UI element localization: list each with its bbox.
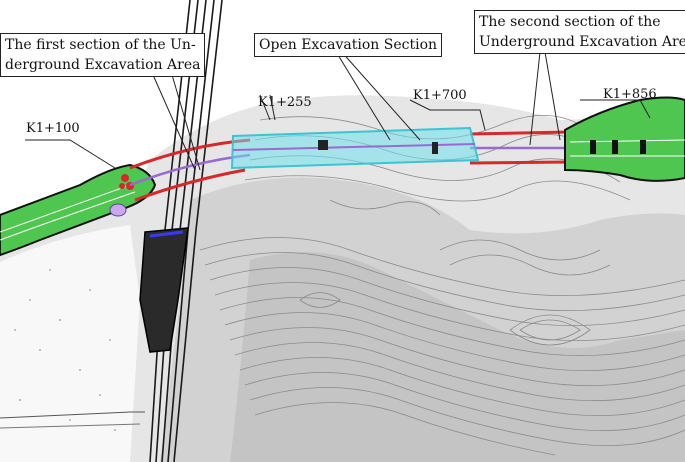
callout-open-line1: Open Excavation Section (259, 37, 438, 53)
contour-lines (199, 115, 685, 456)
right-portal-structures (590, 140, 646, 154)
callout-second-line1: The second section of the (479, 14, 661, 30)
station-label-k1-255: K1+255 (258, 95, 312, 110)
station-label-k1-100: K1+100 (26, 121, 80, 136)
bridge-deck-marker (149, 230, 184, 238)
callout-open-excavation-section: Open Excavation Section (254, 33, 443, 57)
open-excavation-structures (318, 140, 438, 154)
valley-area (0, 225, 140, 462)
callout-first-line1: The first section of the Un- (5, 37, 196, 53)
open-excavation-band (230, 126, 480, 170)
road-edge-lower (0, 423, 141, 429)
left-portal-pond (109, 203, 127, 217)
left-portal-area (0, 163, 157, 257)
station-label-k1-856: K1+856 (603, 87, 657, 102)
road-edge (0, 411, 145, 419)
callout-second-line2: Underground Excavation Area (479, 34, 685, 50)
callout-first-line2: derground Excavation Area (5, 57, 201, 73)
station-label-k1-700: K1+700 (413, 88, 467, 103)
right-portal-area (564, 96, 685, 182)
callout-leader-lines (25, 49, 651, 171)
left-portal-lanes (0, 184, 136, 241)
right-portal-lanes (569, 139, 685, 157)
valley-dots (14, 269, 116, 431)
callout-second-underground-section: The second section of the Underground Ex… (474, 10, 685, 54)
callout-first-underground-section: The first section of the Un- derground E… (0, 33, 206, 77)
bridge-structure (139, 227, 189, 353)
